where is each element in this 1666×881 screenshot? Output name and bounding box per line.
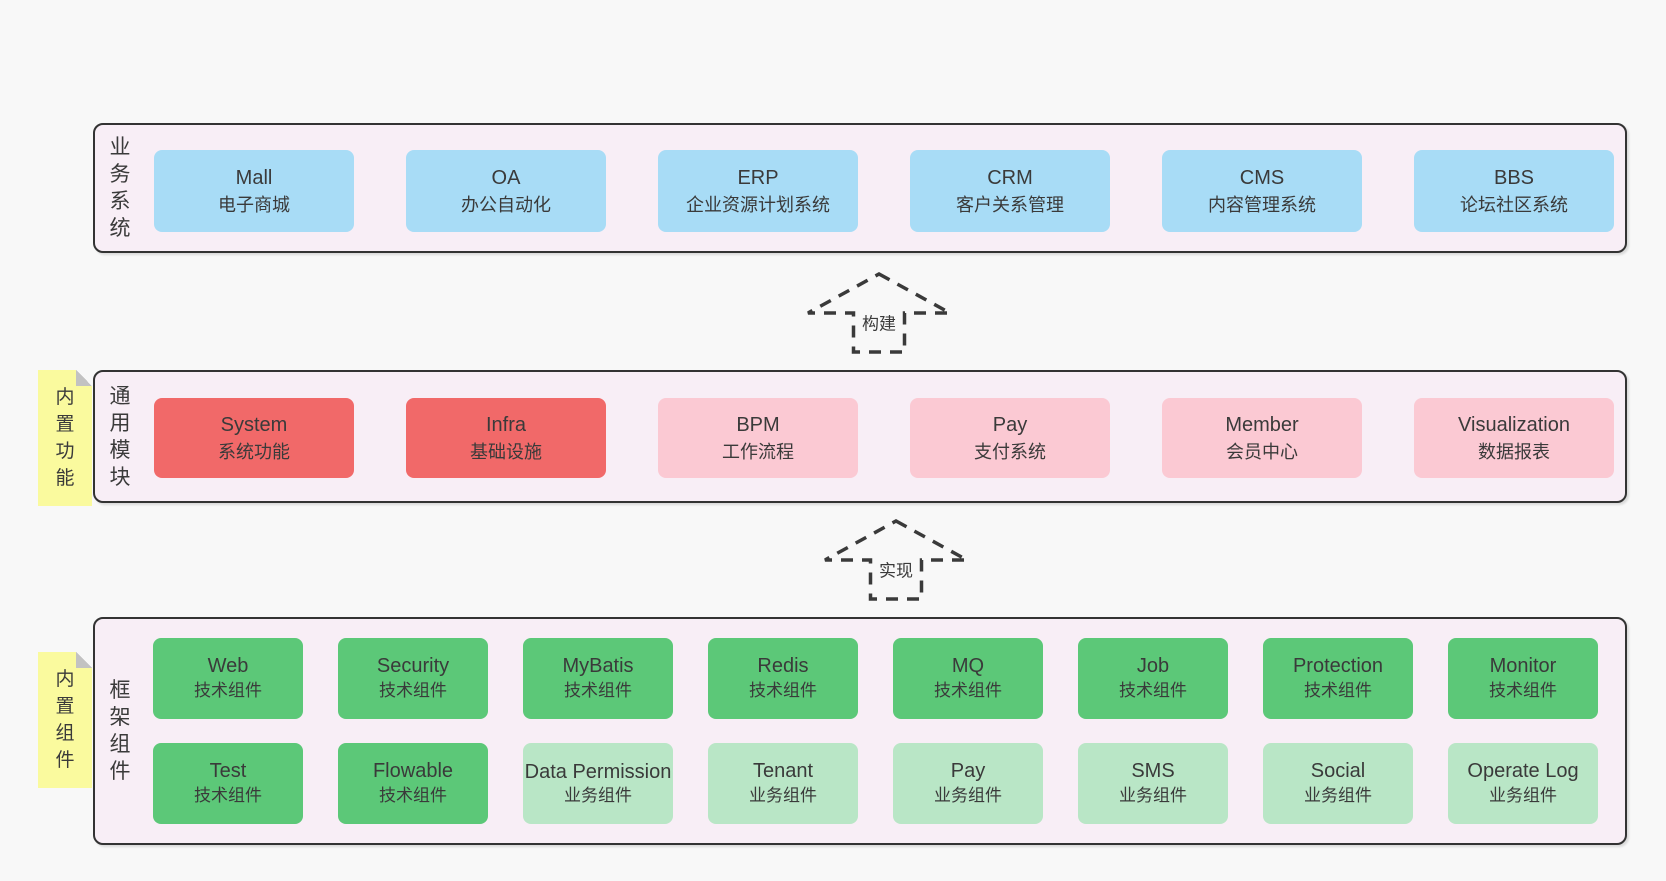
box-pay-biz: Pay 业务组件 bbox=[893, 743, 1043, 824]
box-test: Test 技术组件 bbox=[153, 743, 303, 824]
box-protection: Protection 技术组件 bbox=[1263, 638, 1413, 719]
panel-business-systems: 业务系统 Mall 电子商城 OA 办公自动化 ERP 企业资源计划系统 CRM… bbox=[93, 123, 1627, 253]
framework-side-label: 框架组件 bbox=[109, 679, 131, 783]
box-mq: MQ 技术组件 bbox=[893, 638, 1043, 719]
box-data-permission: Data Permission 业务组件 bbox=[523, 743, 673, 824]
box-infra: Infra 基础设施 bbox=[406, 398, 606, 478]
box-mybatis: MyBatis 技术组件 bbox=[523, 638, 673, 719]
box-system: System 系统功能 bbox=[154, 398, 354, 478]
box-crm: CRM 客户关系管理 bbox=[910, 150, 1110, 232]
arrow-up-dashed-build: 构建 bbox=[805, 271, 953, 355]
box-member: Member 会员中心 bbox=[1162, 398, 1362, 478]
box-bbs: BBS 论坛社区系统 bbox=[1414, 150, 1614, 232]
folded-corner-icon bbox=[76, 652, 92, 668]
box-flowable: Flowable 技术组件 bbox=[338, 743, 488, 824]
arrow-build-label: 构建 bbox=[860, 309, 898, 335]
sticky-framework-label: 内置组件 bbox=[55, 669, 75, 771]
business-side-label: 业务系统 bbox=[109, 136, 131, 240]
box-job: Job 技术组件 bbox=[1078, 638, 1228, 719]
sticky-modules-label: 内置功能 bbox=[55, 387, 75, 489]
box-monitor: Monitor 技术组件 bbox=[1448, 638, 1598, 719]
arrow-up-dashed-implement: 实现 bbox=[822, 518, 970, 602]
box-visualization: Visualization 数据报表 bbox=[1414, 398, 1614, 478]
modules-side-label: 通用模块 bbox=[109, 384, 131, 489]
box-social: Social 业务组件 bbox=[1263, 743, 1413, 824]
panel-common-modules: 通用模块 System 系统功能 Infra 基础设施 BPM 工作流程 Pay… bbox=[93, 370, 1627, 503]
box-security: Security 技术组件 bbox=[338, 638, 488, 719]
arrow-implement-label: 实现 bbox=[877, 556, 915, 582]
box-oa: OA 办公自动化 bbox=[406, 150, 606, 232]
box-web: Web 技术组件 bbox=[153, 638, 303, 719]
box-erp: ERP 企业资源计划系统 bbox=[658, 150, 858, 232]
box-pay: Pay 支付系统 bbox=[910, 398, 1110, 478]
panel-side-label: 框架组件 bbox=[103, 619, 137, 843]
arrow-up-icon bbox=[807, 272, 951, 354]
box-bpm: BPM 工作流程 bbox=[658, 398, 858, 478]
box-sms: SMS 业务组件 bbox=[1078, 743, 1228, 824]
panel-side-label: 通用模块 bbox=[103, 372, 137, 501]
sticky-note-builtin-components: 内置组件 bbox=[38, 652, 92, 788]
box-mall: Mall 电子商城 bbox=[154, 150, 354, 232]
box-operate-log: Operate Log 业务组件 bbox=[1448, 743, 1598, 824]
box-redis: Redis 技术组件 bbox=[708, 638, 858, 719]
box-cms: CMS 内容管理系统 bbox=[1162, 150, 1362, 232]
folded-corner-icon bbox=[76, 370, 92, 386]
panel-side-label: 业务系统 bbox=[103, 125, 137, 251]
sticky-note-builtin-features: 内置功能 bbox=[38, 370, 92, 506]
panel-framework-components: 框架组件 Web 技术组件 Security 技术组件 MyBatis 技术组件… bbox=[93, 617, 1627, 845]
arrow-up-icon bbox=[824, 519, 968, 601]
box-tenant: Tenant 业务组件 bbox=[708, 743, 858, 824]
